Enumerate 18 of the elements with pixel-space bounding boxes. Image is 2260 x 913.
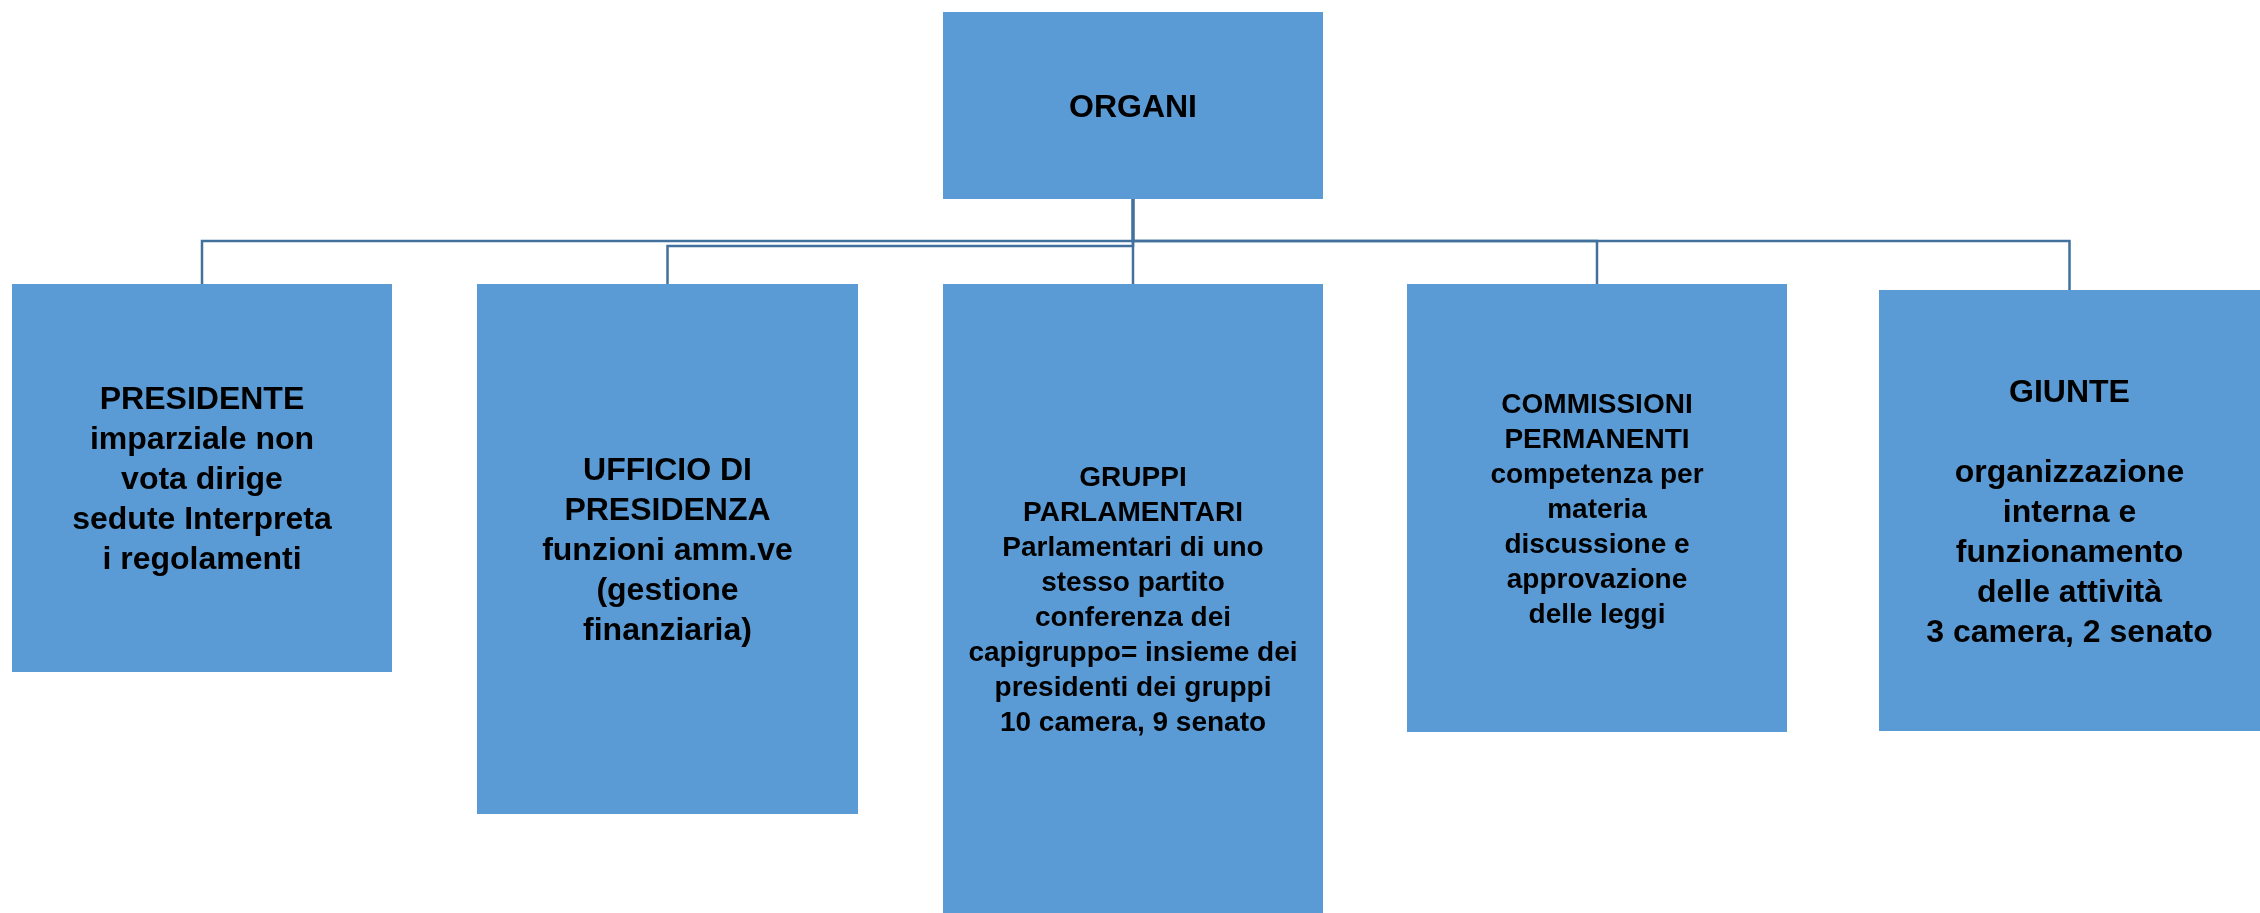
organ-box xyxy=(12,284,392,672)
box-text: funzioni amm.ve (gestione finanziaria) xyxy=(541,530,794,649)
organ-box xyxy=(1407,284,1787,732)
root-box xyxy=(943,12,1323,199)
box-text: conferenza dei capigruppo= insieme dei presidenti dei gruppi xyxy=(967,599,1299,704)
box-title: PRESIDENTE xyxy=(99,379,305,418)
organ-box xyxy=(477,284,858,814)
box-title: GRUPPI PARLAMENTARI xyxy=(1022,459,1244,529)
connector-line xyxy=(1131,199,2071,290)
box-text: organizzazione interna e funzionamento delle attività xyxy=(1953,451,2186,611)
box-title: ORGANI xyxy=(1069,86,1197,126)
box-title: GIUNTE xyxy=(2009,371,2130,411)
organ-box xyxy=(1879,290,2260,731)
box-text: 3 camera, 2 senato xyxy=(1926,611,2213,651)
box-text: 10 camera, 9 senato xyxy=(999,704,1267,739)
organ-box xyxy=(943,284,1323,913)
box-text: competenza per materia discussione e approvazione delle leggi xyxy=(1489,456,1705,631)
box-text: imparziale non vota dirige sedute Interpreta i regolamenti xyxy=(71,419,333,578)
